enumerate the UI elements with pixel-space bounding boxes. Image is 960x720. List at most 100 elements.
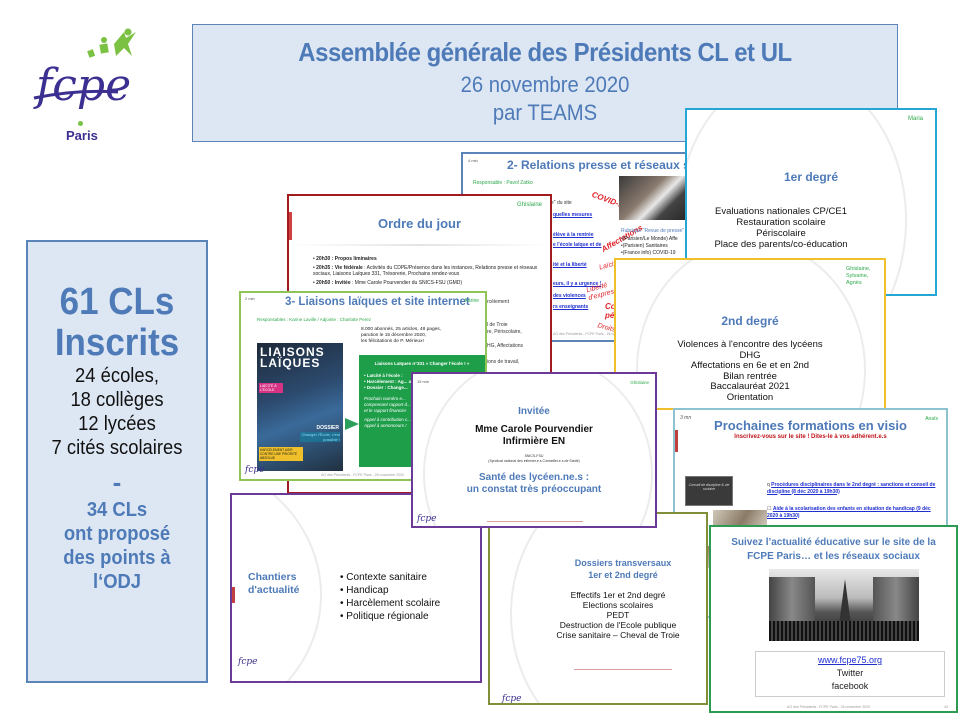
- press-link[interactable]: ité et la liberté: [553, 262, 587, 268]
- agenda-time: 20h35 : Vie fédérale: [316, 264, 363, 271]
- facebook-label[interactable]: facebook: [831, 681, 869, 691]
- divider-line: [487, 521, 583, 522]
- magazine-dossier-sub: Changer l'École, c'est possible !: [300, 432, 340, 442]
- issue-item: • Dossier : Change...: [364, 385, 408, 390]
- press-link[interactable]: eurs, il y a urgence !: [553, 281, 602, 287]
- press-link[interactable]: quelles mesures: [553, 212, 593, 218]
- slide-invitee-overlay: 15 min Ghislaine Invitée Mme Carole Pour…: [411, 372, 657, 528]
- invitee-topic: un constat très préoccupant: [466, 484, 602, 495]
- rubrique-title: Rubrique "Revue de presse": [621, 228, 685, 234]
- logo-city: Paris: [66, 128, 98, 143]
- chantier-item: • Handicap: [340, 585, 389, 596]
- accent-bar: [232, 587, 235, 603]
- slide-transversaux[interactable]: Dossiers transversaux 1er et 2nd degré E…: [488, 512, 708, 705]
- formation-item[interactable]: ☐ Aide à la scolarisation des enfants en…: [767, 506, 942, 519]
- chantier-text: Politique régionale: [346, 611, 429, 622]
- issue-italic-line: Appel à annonceurs !: [364, 423, 407, 428]
- chantier-item: • Contexte sanitaire: [340, 572, 427, 583]
- invitee-label: Invitée: [518, 406, 550, 417]
- stats-proposals: 34 CLs ont proposé des points à l‘ODJ: [35, 498, 199, 594]
- topic-item: Orientation: [726, 391, 774, 403]
- issue-italic: Prochain numéro e... comprenant rapport …: [364, 396, 480, 429]
- slide-duration: 3 mn: [680, 415, 692, 421]
- slide-items: Violences à l'encontre des lycéens DHG A…: [616, 339, 884, 403]
- slide-title: d'actualité: [248, 584, 300, 596]
- topic-item: Baccalauréat 2021: [710, 381, 790, 392]
- slide-title: 3- Liaisons laïques et site internet: [285, 296, 470, 308]
- proposals-line: l‘ODJ: [92, 571, 142, 593]
- slide-title: Suivez l’actualité éducative sur le site…: [731, 537, 936, 548]
- topic-item: Périscolaire: [756, 228, 806, 239]
- magazine-name: LIAISONS: [260, 345, 325, 359]
- twitter-label[interactable]: Twitter: [836, 668, 864, 678]
- invitee-org: SNICS-FSU: [524, 454, 544, 458]
- building-left: [769, 577, 815, 627]
- chalkboard-image: Conseil de discipline & vie scolaire: [685, 476, 733, 506]
- agenda-item: • 20h35 : Vie fédérale : Activités du CD…: [313, 264, 538, 278]
- formation-item[interactable]: q Procédures disciplinaires dans le 2nd …: [767, 482, 942, 495]
- agenda-list: • 20h30 : Propos liminaires • 20h35 : Vi…: [313, 256, 543, 286]
- agenda-fragment: ions de travail,: [487, 359, 520, 365]
- decorative-arc: [423, 374, 653, 526]
- title-divider: [289, 244, 550, 246]
- slide-title: Prochaines formations en visio: [714, 418, 907, 433]
- stats-headline-label: Inscrits: [54, 322, 180, 364]
- topic-item: Affectations en 6e et en 2nd: [690, 360, 810, 371]
- press-link[interactable]: des violences: [553, 293, 586, 299]
- slide-suivez[interactable]: Suivez l’actualité éducative sur le site…: [709, 525, 958, 713]
- site-url-link[interactable]: www.fcpe75.org: [817, 655, 883, 665]
- agenda-item: • 20h30 : Propos liminaires: [313, 256, 377, 262]
- press-link[interactable]: e l'école laïque et de: [553, 242, 602, 248]
- topic-item: Evaluations nationales CP/CE1: [714, 206, 848, 217]
- topic-item: PEDT: [606, 610, 630, 620]
- chantier-text: Handicap: [346, 585, 389, 596]
- slide-responsables: Responsables : Karine Laville / Adjointe…: [257, 317, 372, 322]
- topic-item: Violences à l'encontre des lycéens: [677, 339, 823, 350]
- rubrique-item: •(Parisien) Sanitaires: [621, 243, 668, 249]
- agenda-fragment: l de Troie: [487, 322, 508, 328]
- slide-responsable: Responsable : Pavol Zatko: [473, 180, 533, 186]
- stats-lycees: 12 lycées: [78, 413, 156, 435]
- slide-title: Dossiers transversaux: [574, 558, 672, 568]
- checkbox-icon: ☐: [767, 506, 773, 512]
- slide-footer: AG des Présidents - FCPE Paris - 26 nove…: [321, 473, 404, 477]
- stats-separator: -: [112, 467, 122, 497]
- slide-second-degre[interactable]: Ghislaine, Sylvaine, Agnès 2nd degré Vio…: [614, 258, 886, 410]
- issue-item: • Laïcité à l'école :: [364, 373, 403, 378]
- formation-link[interactable]: Procédures disciplinaires dans le 2nd de…: [767, 482, 936, 495]
- accent-bar: [675, 430, 678, 452]
- divider-line: [574, 669, 672, 670]
- slide-subtitle: Inscrivez-vous sur le site ! Dites-le à …: [734, 434, 887, 440]
- topic-item: Restauration scolaire: [736, 217, 826, 228]
- press-link[interactable]: rs enseignants: [553, 304, 589, 310]
- formation-link[interactable]: Aide à la scolarisation des enfants en s…: [767, 506, 931, 519]
- mini-fcpe-logo: fcpe: [238, 657, 258, 667]
- paris-photo: [769, 569, 919, 641]
- press-link[interactable]: élève à la rentrée: [553, 232, 594, 238]
- agenda-text: : Activités du CDPE/Présence dans les in…: [313, 264, 538, 278]
- slide-presenter: Anaïs: [925, 416, 938, 422]
- stats-line: 8.000 abonnés, 25 articles, 48 pages,: [361, 327, 442, 332]
- topic-item: DHG: [739, 349, 761, 361]
- slide-duration: 4 min: [468, 158, 478, 163]
- header-title: Assemblée générale des Présidents CL et …: [298, 37, 792, 67]
- topic-item: Crise sanitaire – Cheval de Troie: [556, 630, 680, 640]
- links-box: www.fcpe75.org Twitter facebook: [755, 651, 945, 697]
- mini-fcpe-logo: fcpe: [502, 694, 522, 704]
- issue-item: • Harcèlement : Ag... absolue: [364, 379, 426, 384]
- stats-headline-count: 61 CLs: [59, 281, 175, 323]
- header-medium: par TEAMS: [492, 100, 598, 125]
- megaphone-photo: [619, 176, 689, 220]
- magazine-dossier: DOSSIER: [316, 425, 339, 431]
- chantier-item: • Politique régionale: [340, 611, 429, 622]
- proposals-line: des points à: [63, 547, 171, 569]
- agenda-fragment: HG, Affectations: [487, 343, 524, 349]
- slide-title: 2nd degré: [721, 314, 779, 328]
- rubrique-item: •(France info) COVID-19: [621, 250, 676, 256]
- building-right: [873, 577, 919, 627]
- crowd: [769, 621, 919, 641]
- magazine-cover: LIAISONS LAÏQUES LAÏCITÉ À L'ÉCOLE DOSSI…: [257, 343, 343, 471]
- logo-dot: [78, 121, 83, 126]
- mini-fcpe-logo: fcpe: [245, 465, 265, 475]
- slide-presenter: Ghislaine: [516, 202, 542, 208]
